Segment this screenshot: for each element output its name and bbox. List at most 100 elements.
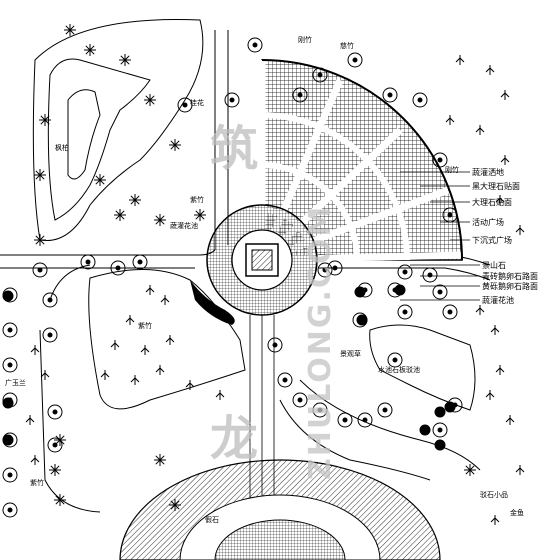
star-shrub [169,499,181,511]
label-bamboo-b: 刚竹 [445,165,459,174]
bamboo-mark [215,390,225,400]
legend-item-7: 青砖鹅卵石路面 [482,271,538,281]
bamboo-mark [140,345,150,355]
tree-canopy [432,152,448,168]
legend-item-9: 蔬灌花池 [482,295,514,305]
shrub [354,286,366,298]
bamboo-mark [495,365,505,375]
tree-canopy [80,254,96,270]
tree-trunk [52,409,58,415]
plant-labels: 刚竹 慈竹 桂花 枫柏 紫竹 蔬灌花池 刚竹 紫竹 广玉兰 紫竹 景观草 水池石… [5,35,524,524]
bamboo-mark [475,305,485,315]
bamboo-mark [125,315,135,325]
tree-trunk [272,342,278,348]
tree-canopy [292,87,308,103]
label-stones: 驳石小品 [480,490,508,499]
tree-trunk [137,259,143,265]
star-shrub [129,194,141,206]
tree-canopy [2,357,18,373]
tree-trunk [7,362,13,368]
bamboo-mark [445,115,455,125]
label-tree-d: 枫柏 [55,143,69,152]
star-shrub [54,494,66,506]
tree-canopy [442,304,458,320]
shrub [2,290,14,302]
tree-canopy [267,337,283,353]
tree-trunk [362,417,368,423]
tree-canopy [42,327,58,343]
star-shrub [64,24,76,36]
star-shrub [169,139,181,151]
shrub [434,406,446,418]
star-shrub [119,54,131,66]
tree-trunk [7,472,13,478]
star-shrub [34,169,46,181]
tree-trunk [437,427,443,433]
bamboo-mark [110,340,120,350]
tree-trunk [332,265,338,271]
shrub [434,439,446,451]
tree-trunk [37,267,43,273]
legend-item-4: 活动广场 [472,217,504,227]
star-shrub [194,209,206,221]
shrub [394,284,406,296]
trees [2,24,525,525]
watermark: 筑 龙 ZHULONG.COM [210,121,338,480]
bamboo-mark [485,390,495,400]
tree-canopy [47,404,63,420]
tree-trunk [317,407,323,413]
star-shrub [34,234,46,246]
tree-canopy [2,322,18,338]
bamboo-mark [30,455,40,465]
label-tree-a: 刚竹 [298,35,312,44]
tree-trunk [447,309,453,315]
shrub [2,434,14,446]
label-fish: 金鱼 [510,508,524,517]
bamboo-mark [100,370,110,380]
star-shrub [84,44,96,56]
label-bamboo-c: 紫竹 [138,321,152,330]
shrub [2,397,14,409]
tree-canopy [357,412,373,428]
tree-trunk [437,289,443,295]
tree-canopy [347,52,363,68]
tree-canopy [387,352,403,368]
bottom-stage [119,459,441,560]
bamboo-mark [475,125,485,135]
shrub [444,401,456,413]
label-square: 广玉兰 [5,378,26,387]
tree-canopy [377,402,393,418]
tree-canopy [2,467,18,483]
bamboo-mark [455,55,465,65]
pond-edge [190,280,235,325]
legend: 蔬灌洒地 黑大理石贴面 大理石贴面 活动广场 下沉式广场 景山石 青砖鹅卵石路面… [400,167,538,305]
tree-trunk [402,309,408,315]
shrub [356,314,368,326]
tree-trunk [7,327,13,333]
central-circle-plaza [206,204,318,520]
watermark-cn-top: 筑 [210,121,258,177]
tree-trunk [392,357,398,363]
legend-item-8: 黄砾鹅卵石路面 [482,281,538,291]
tree-trunk [297,397,303,403]
tree-canopy [247,37,263,53]
tree-trunk [47,332,53,338]
watermark-en: ZHULONG.COM [303,205,338,480]
tree-trunk [342,417,348,423]
legend-item-1: 蔬灌洒地 [472,167,504,177]
label-stage-rockery: 假石 [205,515,219,524]
bamboo-mark [165,335,175,345]
bamboo-mark [485,65,495,75]
star-shrub [154,214,166,226]
tree-trunk [437,157,443,163]
tree-canopy [277,372,293,388]
tree-trunk [382,407,388,413]
bamboo-mark [145,285,155,295]
tree-canopy [432,284,448,300]
tree-canopy [432,422,448,438]
star-shrub [114,209,126,221]
tree-trunk [229,97,235,103]
label-flowerbed: 蔬灌花池 [170,221,198,230]
legend-item-2: 黑大理石贴面 [472,181,520,191]
